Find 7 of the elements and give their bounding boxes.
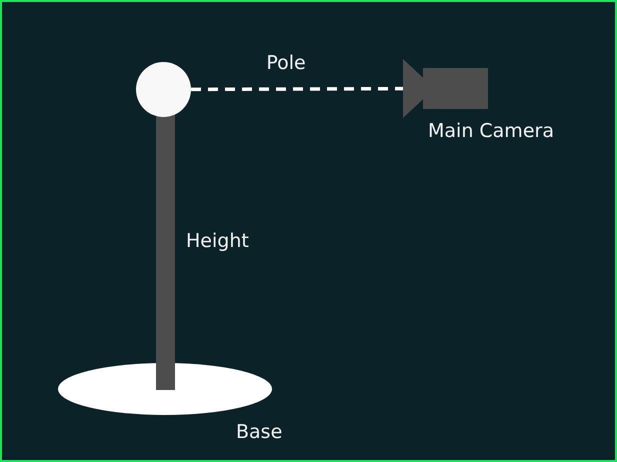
vertical-post bbox=[156, 113, 175, 390]
caption-text: Height bbox=[186, 230, 249, 252]
caption-text: Main Camera bbox=[428, 120, 554, 142]
base-disc bbox=[58, 363, 272, 415]
pivot-ball bbox=[136, 62, 191, 117]
video-camera-icon bbox=[403, 59, 488, 118]
caption-text: Base bbox=[236, 421, 282, 443]
